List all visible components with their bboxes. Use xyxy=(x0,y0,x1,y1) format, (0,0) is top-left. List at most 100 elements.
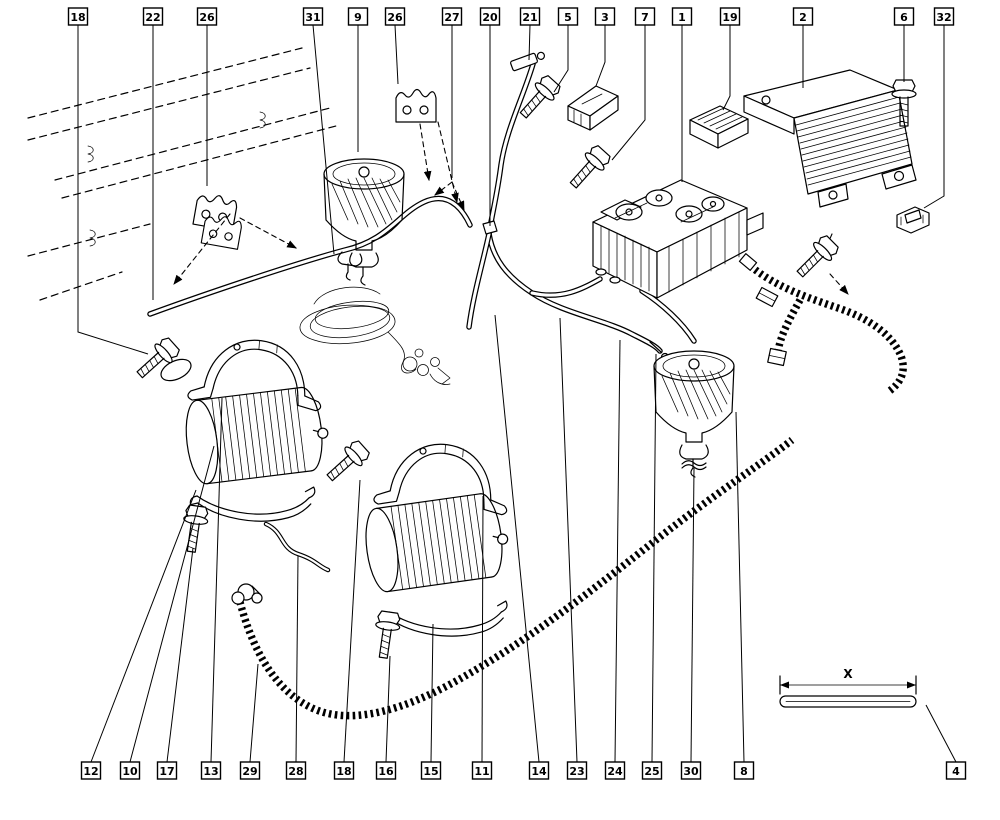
leader-line xyxy=(735,411,745,763)
callout-label: 11 xyxy=(474,765,489,778)
callout-label: 1 xyxy=(678,11,686,24)
bracket-3 xyxy=(567,85,619,131)
leader-line xyxy=(611,25,646,161)
leader-line xyxy=(129,445,215,763)
callout-label: 29 xyxy=(242,765,257,778)
leader-line xyxy=(249,663,259,763)
callout-label: 2 xyxy=(799,11,807,24)
corrugated-hose-bottom xyxy=(231,437,795,720)
callout-15: 15 xyxy=(420,761,442,780)
callout-28: 28 xyxy=(285,761,307,780)
callout-label: 31 xyxy=(305,11,320,24)
callout-label: 32 xyxy=(936,11,951,24)
bolt-7 xyxy=(563,142,614,194)
leader-line xyxy=(925,704,957,763)
callout-label: 15 xyxy=(423,765,438,778)
callout-label: 4 xyxy=(952,765,960,778)
leader-line xyxy=(690,467,695,763)
hose-end-fitting xyxy=(510,51,546,72)
callout-23: 23 xyxy=(566,761,588,780)
hose-clamp-26-left xyxy=(192,191,244,250)
leader-line xyxy=(494,314,540,763)
callout-label: 25 xyxy=(644,765,659,778)
callout-label: 12 xyxy=(83,765,98,778)
callout-label: 18 xyxy=(336,765,351,778)
strap-right-15 xyxy=(381,596,508,639)
callout-12: 12 xyxy=(80,761,102,780)
hose-29 xyxy=(263,521,331,573)
callout-7: 7 xyxy=(634,7,656,26)
callout-label: 10 xyxy=(122,765,138,778)
throttle-body-sketch xyxy=(299,286,451,385)
callout-label: 24 xyxy=(607,765,623,778)
vacuum-reservoir-8 xyxy=(653,350,735,478)
callout-label: 22 xyxy=(145,11,160,24)
leader-line xyxy=(210,397,223,763)
callout-1: 1 xyxy=(671,7,693,26)
callout-label: 9 xyxy=(354,11,362,24)
callout-9: 9 xyxy=(347,7,369,26)
callout-label: 20 xyxy=(482,11,498,24)
callout-25: 25 xyxy=(641,761,663,780)
callout-13: 13 xyxy=(200,761,222,780)
leader-line xyxy=(394,24,399,85)
leader-line xyxy=(77,25,149,355)
wiring-harness xyxy=(738,253,907,396)
leader-line xyxy=(923,25,945,209)
hose-clamp-26-top xyxy=(395,88,437,123)
strap-left-12 xyxy=(188,480,316,525)
callout-6: 6 xyxy=(893,7,915,26)
callout-14: 14 xyxy=(528,761,550,780)
vacuum-hoses xyxy=(147,51,697,362)
callout-5: 5 xyxy=(557,7,579,26)
callout-22: 22 xyxy=(142,7,164,26)
leader-line xyxy=(90,489,197,763)
callout-29: 29 xyxy=(239,761,261,780)
leader-line xyxy=(166,547,194,763)
leader-line xyxy=(295,555,299,763)
bolt-harness-mount xyxy=(790,232,842,284)
callout-8: 8 xyxy=(733,761,755,780)
callout-label: 28 xyxy=(288,765,303,778)
scale-x-label: X xyxy=(843,667,853,681)
callout-label: 17 xyxy=(159,765,174,778)
callout-label: 18 xyxy=(70,11,85,24)
relay-19 xyxy=(689,105,749,149)
callout-2: 2 xyxy=(792,7,814,26)
bolt-18-right xyxy=(321,437,373,488)
callout-3: 3 xyxy=(594,7,616,26)
callout-label: 23 xyxy=(569,765,584,778)
leader-line xyxy=(553,25,569,93)
bolt-17 xyxy=(178,503,211,554)
reservoir-foot-bracket-31 xyxy=(337,251,363,281)
callout-label: 27 xyxy=(444,11,459,24)
callout-label: 8 xyxy=(740,765,748,778)
callout-18: 18 xyxy=(333,761,355,780)
bolt-18-left xyxy=(131,334,192,385)
leader-line xyxy=(343,479,361,763)
callout-30: 30 xyxy=(680,761,702,780)
bolt-16 xyxy=(370,609,403,660)
body-panel-lines xyxy=(27,47,337,301)
callout-27: 27 xyxy=(441,7,463,26)
callout-label: 30 xyxy=(683,765,699,778)
saddle-bracket-13 xyxy=(186,335,326,412)
leader-line xyxy=(481,495,484,763)
callout-label: 26 xyxy=(387,11,403,24)
callout-32: 32 xyxy=(933,7,955,26)
leader-line xyxy=(559,317,578,763)
callout-24: 24 xyxy=(604,761,626,780)
callout-label: 26 xyxy=(199,11,215,24)
callout-20: 20 xyxy=(479,7,501,26)
callout-label: 7 xyxy=(641,11,649,24)
solenoid-valve-block-1 xyxy=(592,179,764,299)
callout-11: 11 xyxy=(471,761,493,780)
leader-line xyxy=(651,353,657,763)
leader-line xyxy=(385,655,391,763)
leader-line xyxy=(528,24,531,61)
clip-nut-32 xyxy=(896,206,930,234)
callout-label: 13 xyxy=(203,765,218,778)
saddle-bracket-11 xyxy=(372,439,512,516)
vacuum-reservoir-9 xyxy=(323,158,405,286)
